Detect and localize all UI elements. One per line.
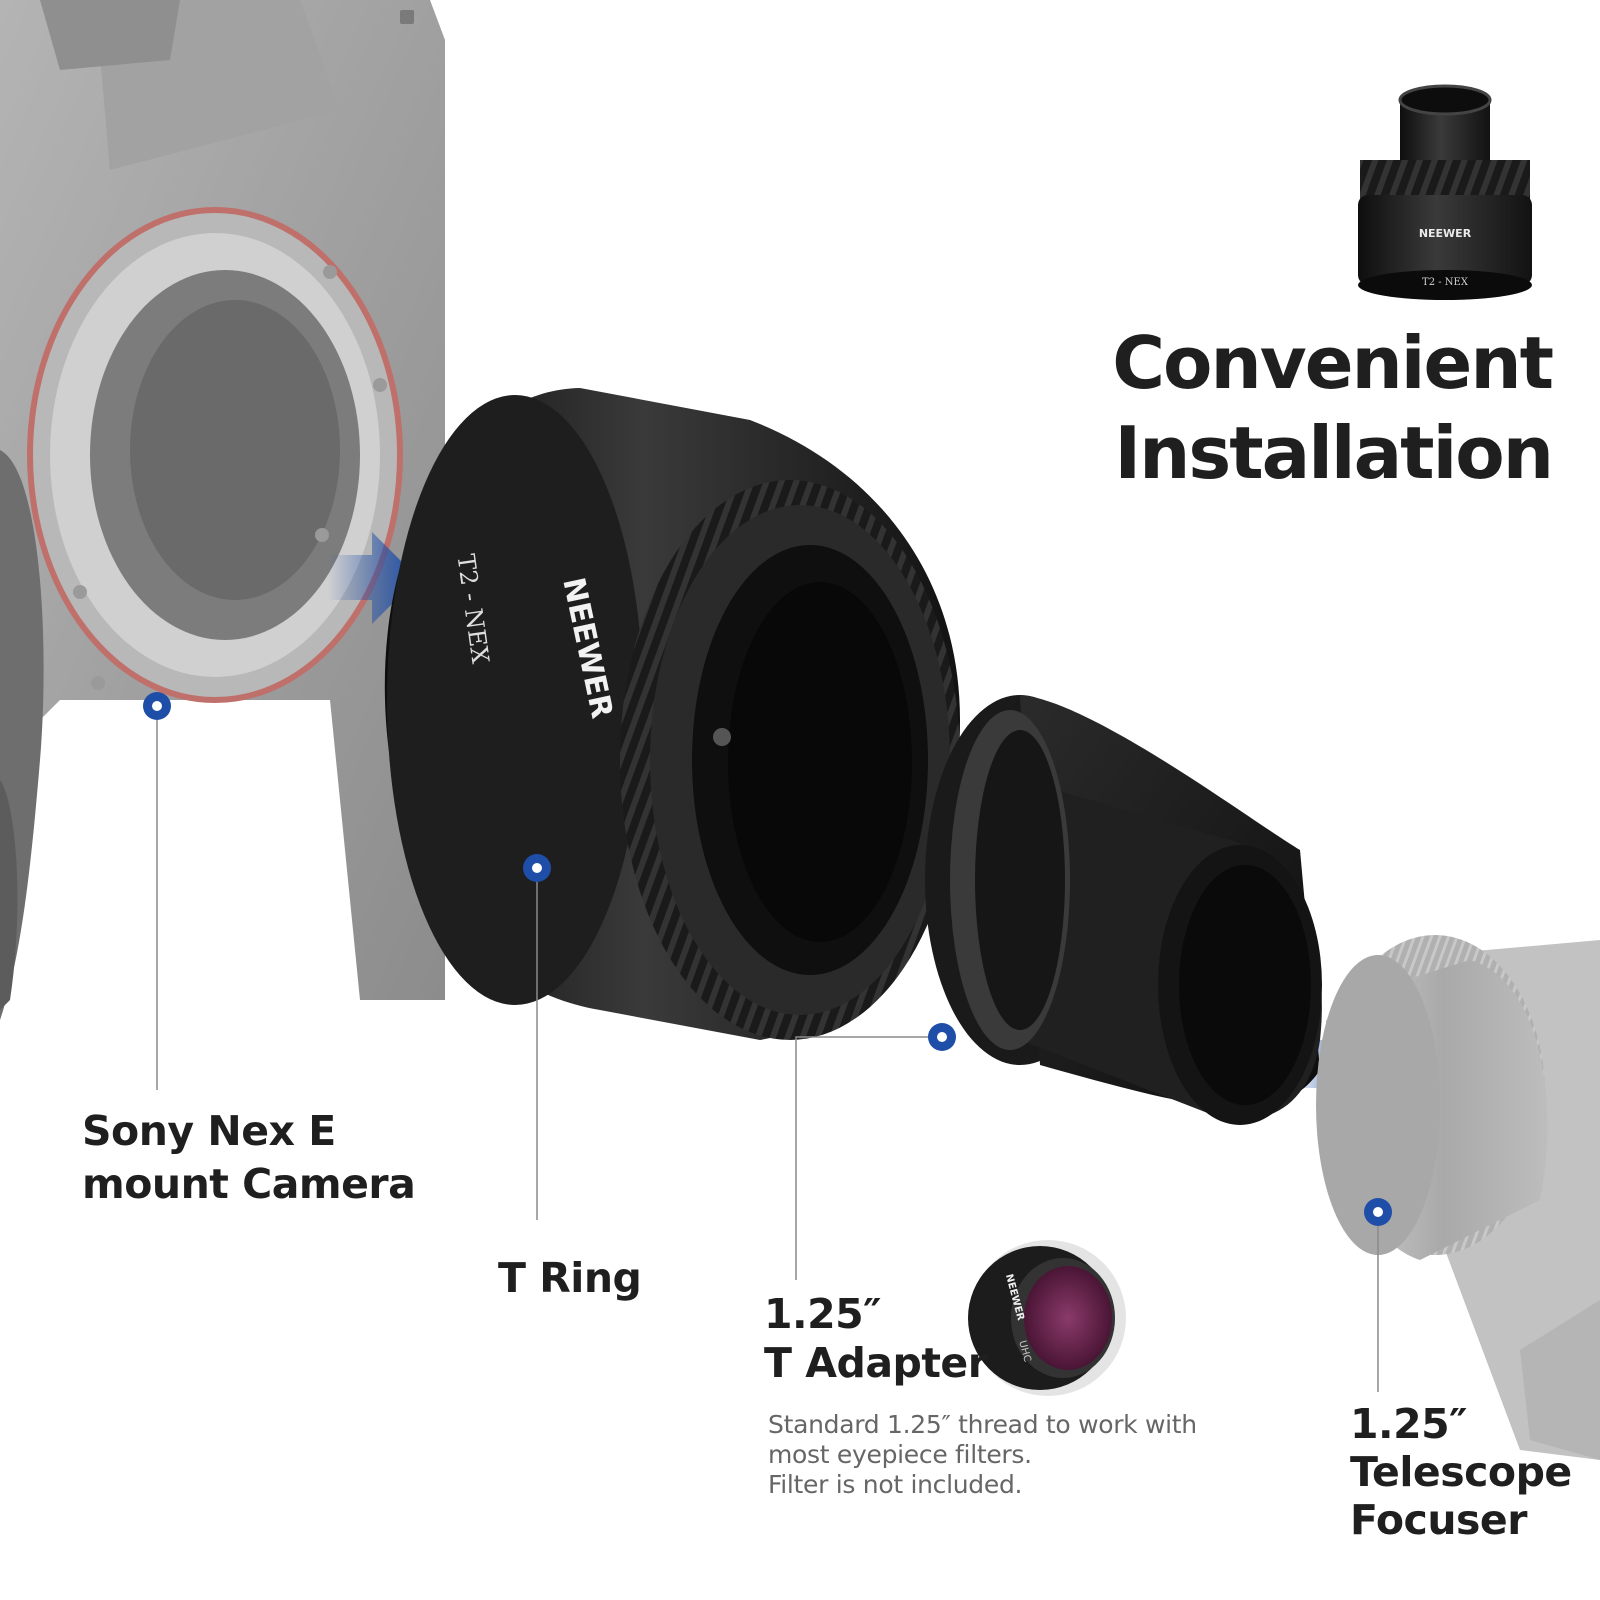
filter-note-line-2: most eyepiece filters.	[768, 1440, 1032, 1469]
assembled-adapter-photo: NEEWER T2 - NEX	[1358, 84, 1532, 300]
headline: Convenient Installation	[1112, 318, 1554, 498]
callout-lines	[156, 706, 1379, 1392]
headline-line-1: Convenient	[1112, 321, 1554, 405]
uhc-filter-photo: NEEWER UHC	[968, 1240, 1126, 1396]
camera-label-line-1: Sony Nex E	[82, 1107, 336, 1155]
camera-lens-mount	[27, 207, 403, 703]
telescope-focuser	[1316, 935, 1600, 1460]
t-ring	[384, 388, 960, 1040]
marker-dot-t-ring	[523, 854, 551, 882]
camera-label: Sony Nex E mount Camera	[82, 1105, 416, 1211]
marker-dot-focuser	[1364, 1198, 1392, 1226]
t-ring-label: T Ring	[498, 1254, 642, 1302]
focuser-label-line-3: Focuser	[1350, 1496, 1527, 1544]
camera-label-line-2: mount Camera	[82, 1160, 416, 1208]
filter-note-line-1: Standard 1.25″ thread to work with	[768, 1410, 1197, 1439]
arrow-icon	[328, 532, 418, 624]
filter-type-text: UHC	[1016, 1339, 1032, 1363]
focuser-label: 1.25″ Telescope Focuser	[1350, 1400, 1572, 1544]
t-adapter-label-line-2: T Adapter	[764, 1339, 988, 1387]
t-adapter-label: 1.25″ T Adapter	[764, 1290, 988, 1388]
marker-dots	[143, 692, 1392, 1226]
filter-note: Standard 1.25″ thread to work with most …	[768, 1410, 1197, 1500]
t-adapter	[925, 695, 1322, 1125]
marker-dot-camera	[143, 692, 171, 720]
t-adapter-label-line-1: 1.25″	[764, 1290, 881, 1338]
filter-note-line-3: Filter is not included.	[768, 1470, 1023, 1499]
product-model-text: T2 - NEX	[1422, 277, 1469, 288]
focuser-label-line-2: Telescope	[1350, 1448, 1572, 1496]
marker-dot-t-adapter	[928, 1023, 956, 1051]
product-brand-text: NEEWER	[1419, 227, 1472, 240]
focuser-label-line-1: 1.25″	[1350, 1400, 1467, 1448]
headline-line-2: Installation	[1114, 411, 1554, 495]
